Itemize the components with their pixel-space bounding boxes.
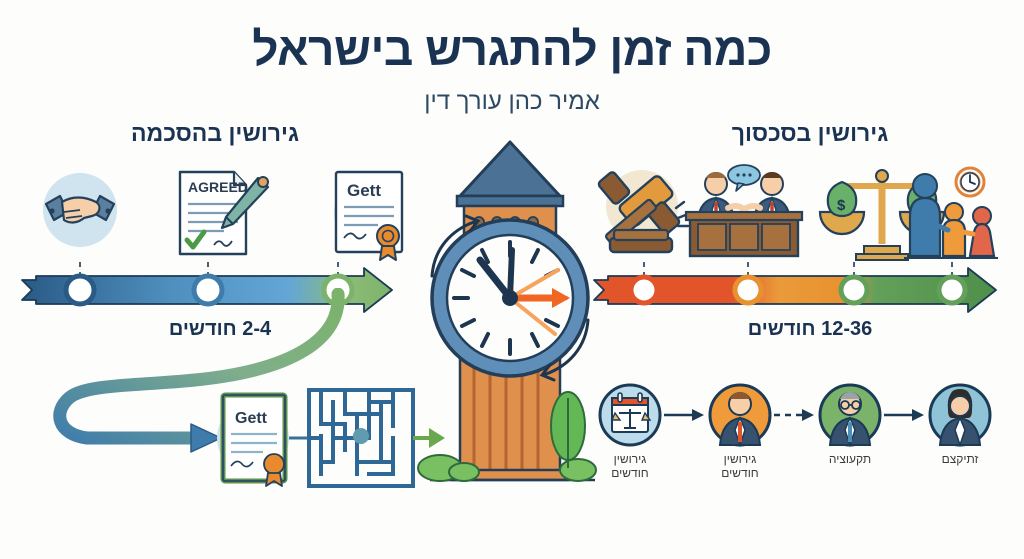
page-title: כמה זמן להתגרש בישראל (252, 23, 772, 75)
left-duration-label: 2-4 חודשים (168, 318, 272, 340)
greenery (417, 391, 597, 482)
clock-orange-pointer (506, 268, 570, 336)
gett-label-top: Gett (347, 181, 381, 200)
process-step-caption-4: זתיקצם (941, 452, 979, 466)
process-step-caption-1: גירושין חודשים (611, 452, 649, 480)
gett-label-bottom: Gett (235, 410, 268, 427)
lawyer-orange-icon (708, 383, 772, 448)
left-curved-flow (53, 288, 345, 453)
connector-arrow-1 (664, 409, 704, 421)
right-timeline-bar[interactable] (592, 262, 1000, 318)
process-step-caption-2: גירושין חודשים (721, 452, 759, 480)
bottom-left-flow: Gett (217, 388, 445, 488)
agreed-label: AGREED (188, 179, 248, 195)
clock-hour-hand (476, 256, 514, 302)
speech-bubble-icon (727, 164, 761, 192)
courtroom-dispute-icon (684, 164, 804, 258)
glasses-icon (840, 400, 861, 410)
timeline-node-2 (191, 273, 225, 307)
handshake-icon (43, 173, 117, 247)
left-timeline-bar[interactable] (20, 262, 420, 318)
timeline-node-1 (628, 274, 660, 306)
connector-arrow-2 (774, 409, 814, 421)
timeline-node-1 (63, 273, 97, 307)
maze-exit-arrow (413, 428, 445, 448)
family-clock-icon (904, 166, 998, 259)
agreed-document-icon: AGREED (178, 170, 270, 256)
right-duration-label: 12-36 חודשים (747, 318, 873, 340)
process-step-icons[interactable] (598, 380, 1000, 450)
maze-icon (307, 388, 415, 488)
page-subtitle: אמיר כהן עורך דין (424, 88, 600, 115)
calendar-scales-icon (598, 383, 662, 447)
timeline-node-3 (838, 274, 870, 306)
clock-minute-hand (507, 247, 515, 301)
connector-arrow-3 (884, 409, 924, 421)
clock-tower (417, 140, 597, 482)
left-section-heading: גירושין בהסכמה (130, 120, 299, 146)
process-step-caption-3: תקעוציה (828, 452, 872, 466)
right-section-heading: גירושין בסכסוך (731, 120, 889, 146)
motion-arcs (430, 214, 590, 382)
timeline-node-2 (732, 274, 764, 306)
left-timeline-icons: AGREED Gett (43, 170, 404, 261)
gett-certificate-icon: Gett (334, 170, 404, 261)
seal-icon (376, 224, 400, 261)
judge-green-icon (818, 383, 882, 448)
woman-professional-icon (928, 383, 992, 448)
gett-certificate-bottom-icon: Gett (217, 392, 289, 487)
timeline-node-4 (936, 274, 968, 306)
gavel-icon (597, 170, 690, 254)
svg-text:$: $ (837, 197, 846, 214)
pen-icon (220, 176, 270, 230)
right-timeline-icons: $ $ (597, 164, 998, 261)
seal-bottom-icon (263, 453, 285, 487)
